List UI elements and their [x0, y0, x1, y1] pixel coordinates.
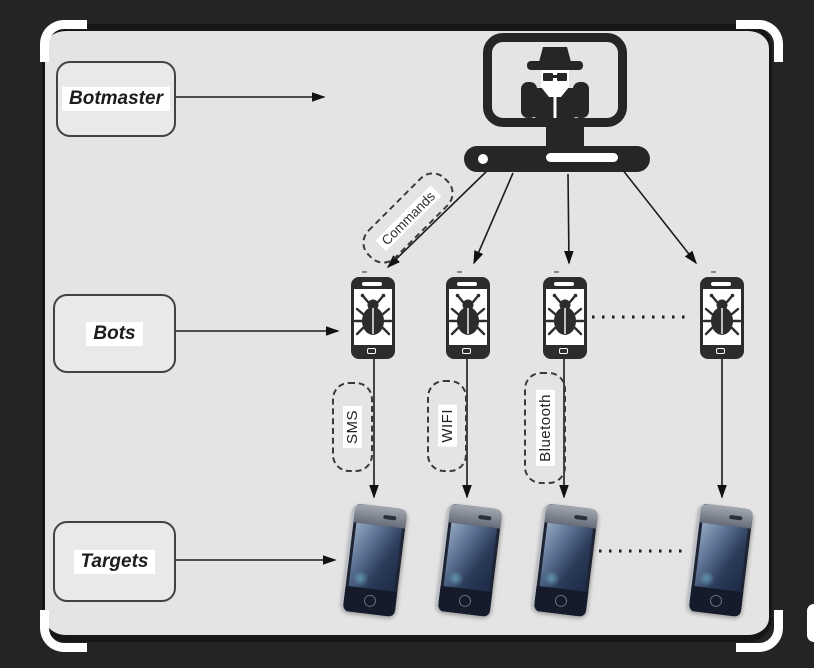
phone-home-button: [545, 345, 585, 357]
botmaster-label-box: Botmaster: [56, 61, 176, 137]
phone-home-button: [353, 345, 393, 357]
laptop-stand: [546, 124, 584, 147]
targets-label-box: Targets: [53, 521, 176, 602]
bug-icon: [546, 293, 584, 336]
bug-icon: [703, 293, 741, 336]
phone-screen: [348, 522, 403, 592]
laptop-base: [464, 146, 650, 172]
sms-text: SMS: [343, 405, 362, 448]
sms-channel-label: SMS: [332, 382, 373, 472]
bots-label: Bots: [86, 321, 143, 346]
frame-corner-top-right: [736, 20, 783, 62]
bluetooth-channel-label: Bluetooth: [524, 372, 566, 484]
bug-icon: [354, 293, 392, 336]
spy-figure-icon: [521, 47, 589, 118]
bluetooth-text: Bluetooth: [535, 390, 555, 466]
targets-label: Targets: [73, 549, 156, 574]
phone-speaker: [448, 279, 488, 289]
wifi-text: WIFI: [437, 405, 457, 447]
phone-home-button: [448, 345, 488, 357]
frame-corner-bottom-left: [40, 610, 87, 652]
laptop-power-dot: [478, 154, 488, 164]
bots-label-box: Bots: [53, 294, 176, 373]
bot-phone: [543, 271, 587, 359]
phone-screen: [443, 522, 498, 592]
phone-speaker: [353, 279, 393, 289]
bug-icon: [449, 293, 487, 336]
frame-edge-accent: [807, 604, 814, 642]
botmaster-label: Botmaster: [62, 87, 170, 111]
laptop-trackpad-slot: [546, 153, 618, 162]
bot-phone: [446, 271, 490, 359]
laptop-monitor: [483, 33, 627, 127]
bot-phone: [700, 271, 744, 359]
phone-speaker: [702, 279, 742, 289]
frame-corner-bottom-right: [736, 610, 783, 652]
hacker-laptop-icon: [460, 30, 652, 176]
phone-speaker: [545, 279, 585, 289]
frame-corner-top-left: [40, 20, 87, 62]
phone-screen: [539, 522, 594, 592]
bot-phone: [351, 271, 395, 359]
phone-screen: [694, 522, 749, 592]
phone-home-button: [702, 345, 742, 357]
wifi-channel-label: WIFI: [427, 380, 467, 472]
